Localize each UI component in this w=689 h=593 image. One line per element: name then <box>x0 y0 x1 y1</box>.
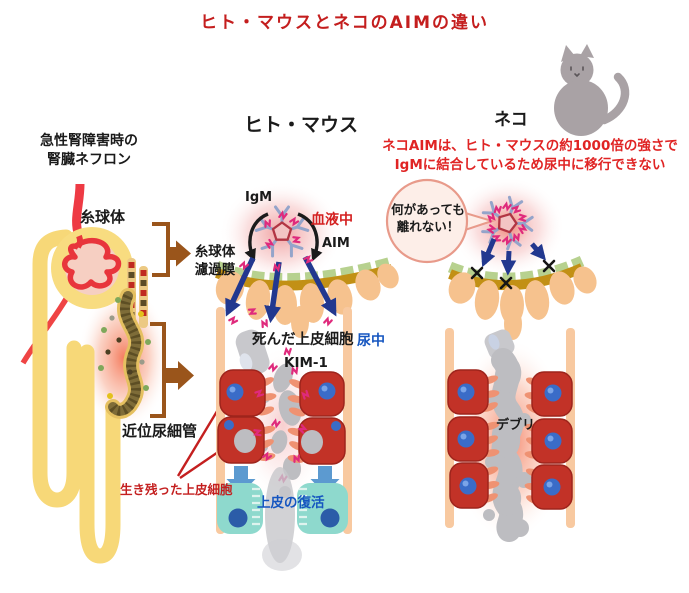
nephron-caption-line1: 急性腎障害時の <box>40 133 138 149</box>
tubule-cat <box>445 328 575 542</box>
bubble-line1: 何があっても <box>391 202 465 217</box>
epithelial-cells-human <box>217 369 346 465</box>
arrow-to-tubule-icon <box>166 361 194 390</box>
urine-label: 尿中 <box>357 333 385 349</box>
cat-illustration <box>385 44 630 542</box>
dead-epithelial-cell <box>235 329 270 376</box>
filtration-membrane-label: 糸球体 濾過膜 <box>184 243 246 279</box>
glomerulus-label: 糸球体 <box>80 208 126 226</box>
debris-cat <box>483 348 532 542</box>
figure-title: ヒト・マウスとネコのAIMの違い <box>199 13 490 33</box>
cat-icon <box>554 44 630 136</box>
nephron-caption-line2: 腎臓ネフロン <box>47 152 131 168</box>
epithelial-cells-cat <box>447 369 573 510</box>
regeneration-arrows <box>226 466 340 494</box>
release-arrows <box>244 212 323 262</box>
filtration-label-line1: 糸球体 <box>194 244 236 260</box>
aim-passing-arrows <box>225 255 337 324</box>
cat-note: ネコAIMは、ヒト・マウスの約1000倍の強さで IgMに結合しているため尿中に… <box>365 137 689 174</box>
blocked-arrows <box>481 238 547 276</box>
kim1-label: KIM-1 <box>284 355 328 371</box>
speech-bubble <box>385 178 496 264</box>
dead-cells-label: 死んだ上皮細胞 <box>252 332 354 348</box>
damage-specks <box>98 297 151 399</box>
tubule-human <box>216 307 352 571</box>
cat-face <box>570 66 584 78</box>
microvilli <box>252 487 307 526</box>
arrow-to-membrane-icon <box>166 240 191 267</box>
cat-note-line1: ネコAIMは、ヒト・マウスの約1000倍の強さで <box>382 138 678 154</box>
bubble-line2: 離れない！ <box>396 219 460 234</box>
surviving-cells-label: 生き残った上皮細胞 <box>120 482 233 497</box>
nephron-caption: 急性腎障害時の 腎臓ネフロン <box>15 132 163 170</box>
glomerulus <box>51 227 133 309</box>
damaged-proximal-tubule <box>98 258 151 419</box>
debris-label: デブリ <box>496 418 536 433</box>
proximal-tubule-label: 近位尿細管 <box>122 422 198 440</box>
filtration-label-line2: 濾過膜 <box>194 262 236 278</box>
speech-bubble-text: 何があっても 離れない！ <box>390 201 466 235</box>
human-mouse-header: ヒト・マウス <box>244 114 359 136</box>
revival-label: 上皮の復活 <box>257 495 325 511</box>
cat-header: ネコ <box>494 110 528 130</box>
cat-note-line2: IgMに結合しているため尿中に移行できない <box>394 156 666 173</box>
human-mouse-illustration <box>214 181 399 571</box>
nephron-illustration <box>20 183 230 564</box>
igm-label: IgM <box>245 190 273 205</box>
aim-label: AIM <box>322 236 350 251</box>
filtration-membrane-cat <box>447 255 597 340</box>
blood-label: 血液中 <box>311 212 353 228</box>
regenerated-cells <box>217 467 348 571</box>
